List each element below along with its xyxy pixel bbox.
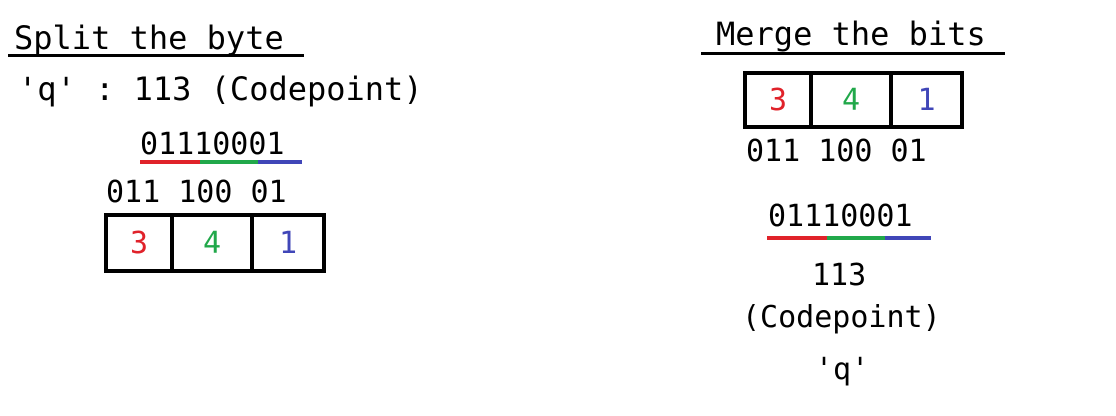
split-value-blue: 1 (250, 217, 322, 269)
merge-codepoint: 113 (812, 258, 867, 293)
split-underline-green (200, 160, 258, 164)
merge-underline-blue (885, 236, 931, 240)
merge-groups: 011 100 01 (746, 134, 927, 169)
merge-title: Merge the bits (716, 15, 986, 53)
merge-codepoint-label: (Codepoint) (742, 300, 941, 335)
merge-title-underline (701, 52, 1005, 55)
split-value-boxes: 3 4 1 (104, 213, 326, 273)
split-binary: 01110001 (140, 127, 285, 162)
merge-value-blue: 1 (889, 75, 960, 125)
split-char-line: 'q' : 113 (Codepoint) (18, 70, 423, 108)
split-value-green: 4 (170, 217, 250, 269)
merge-value-green: 4 (809, 75, 889, 125)
merge-value-red: 3 (768, 82, 788, 118)
split-underline-red (140, 160, 200, 164)
merge-char: 'q' (815, 352, 870, 387)
split-value-red: 3 (129, 225, 149, 261)
merge-underline-green (827, 236, 885, 240)
split-groups: 011 100 01 (106, 175, 287, 210)
merge-value-boxes: 3 4 1 (743, 71, 964, 129)
split-underline-blue (258, 160, 302, 164)
merge-binary: 01110001 (768, 199, 913, 234)
merge-underline-red (767, 236, 827, 240)
split-title-underline (8, 54, 304, 57)
split-title: Split the byte (14, 19, 284, 57)
